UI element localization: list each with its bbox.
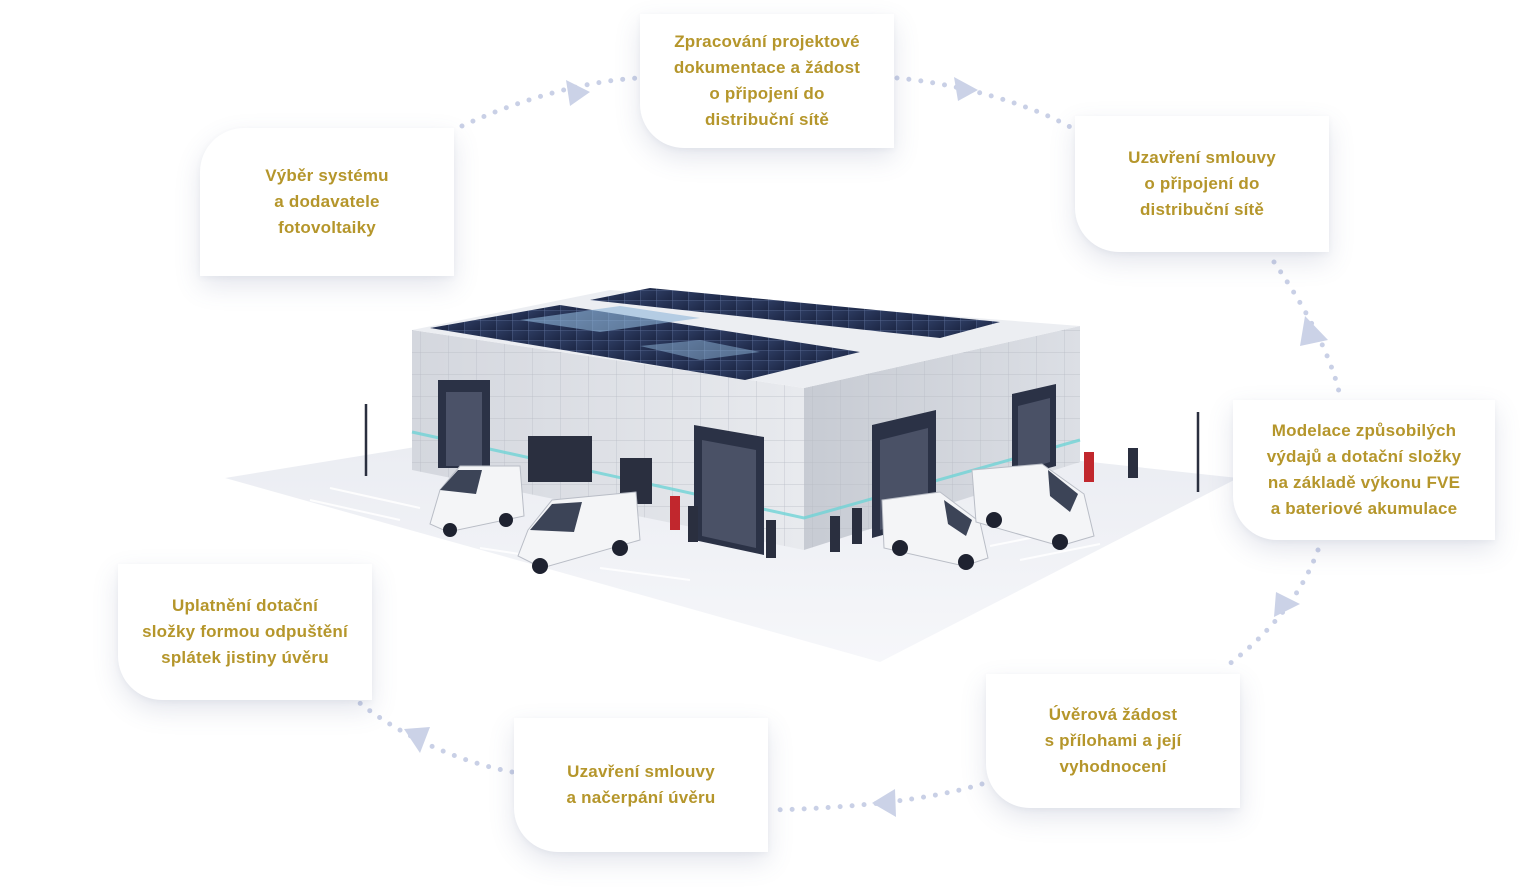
arrow-icon <box>1300 316 1328 346</box>
solar-panels <box>590 288 1000 338</box>
arrow-icon <box>404 727 430 753</box>
vans <box>429 463 1095 574</box>
step-card-2: Zpracování projektové dokumentace a žádo… <box>640 14 894 148</box>
step-label: Uzavření smlouvy a načerpání úvěru <box>566 762 716 807</box>
step-card-6: Uzavření smlouvy a načerpání úvěru <box>514 718 768 852</box>
connector-3-4 <box>1271 259 1343 399</box>
ev-chargers <box>528 436 1138 558</box>
arrow-icon <box>954 77 978 101</box>
step-card-4: Modelace způsobilých výdajů a dotační sl… <box>1233 400 1495 540</box>
arrow-icon <box>872 789 896 817</box>
step-label: Zpracování projektové dokumentace a žádo… <box>673 32 861 129</box>
step-label: Úvěrová žádost s přílohami a její vyhodn… <box>1044 705 1182 776</box>
step-label: Modelace způsobilých výdajů a dotační sl… <box>1266 421 1462 518</box>
step-card-1: Výběr systému a dodavatele fotovoltaiky <box>200 128 454 276</box>
step-card-7: Uplatnění dotační složky formou odpuštěn… <box>118 564 372 700</box>
arrow-icon <box>1274 592 1300 617</box>
step-card-5: Úvěrová žádost s přílohami a její vyhodn… <box>986 674 1240 808</box>
arrow-icon <box>566 80 590 106</box>
step-label: Uzavření smlouvy o připojení do distribu… <box>1128 148 1276 219</box>
connector-6-7 <box>353 697 515 775</box>
step-label: Výběr systému a dodavatele fotovoltaiky <box>265 166 389 237</box>
step-card-3: Uzavření smlouvy o připojení do distribu… <box>1075 116 1329 252</box>
step-label: Uplatnění dotační složky formou odpuštěn… <box>142 596 348 667</box>
connector-2-3 <box>894 75 1075 131</box>
solar-panels <box>430 305 860 380</box>
